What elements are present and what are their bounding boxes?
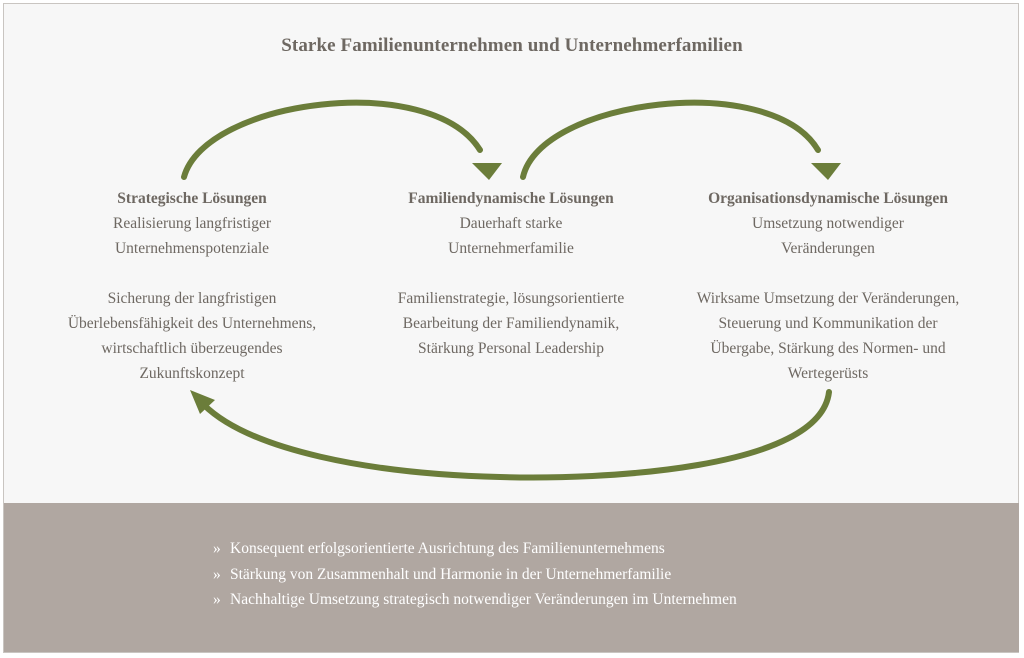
bullet-marker: » [213,540,221,557]
summary-item-text: Konsequent erfolgsorientierte Ausrichtun… [230,540,665,557]
column-strategic: Strategische Lösungen Realisierung langf… [27,186,357,386]
column-family: Familiendynamische Lösungen Dauerhaft st… [346,186,676,361]
desc-line: Unternehmenspotenziale [114,240,270,257]
bullet-marker: » [213,565,221,583]
body-line: Bearbeitung der Familiendynamik, [402,315,620,332]
summary-item: » Konsequent erfolgsorientierte Ausrichtu… [213,536,737,562]
body-line: Stärkung Personal Leadership [418,340,604,357]
column-heading: Organisationsdynamische Lösungen [708,190,948,207]
column-body: Sicherung der langfristigen Überlebensfä… [27,286,357,386]
body-line: Wertegerüsts [787,365,869,382]
summary-band [4,503,1019,652]
column-heading: Familiendynamische Lösungen [408,190,614,207]
arrow-organisation-to-strategic [201,389,832,481]
arrow-head-organisation [811,163,841,180]
summary-item-text: Stärkung von Zusammenhalt und Harmonie i… [230,565,672,583]
summary-item: » Nachhaltige Umsetzung strategisch notwe… [213,587,737,613]
body-line: Zukunftskonzept [139,365,245,382]
column-organisation: Organisationsdynamische Lösungen Umsetzu… [663,186,993,386]
summary-list: » Konsequent erfolgsorientierte Ausrichtu… [213,536,737,613]
column-body: Wirksame Umsetzung der Veränderungen, St… [663,286,993,386]
arrow-family-to-organisation [520,99,821,180]
summary-item-text: Nachhaltige Umsetzung strategisch notwen… [230,591,737,608]
bullet-marker: » [213,591,221,608]
column-description: Realisierung langfristiger Unternehmensp… [27,211,357,261]
arrow-strategic-to-family [181,99,483,180]
diagram-title: Starke Familienunternehmen und Unternehm… [281,35,743,56]
body-line: Überlebensfähigkeit des Unternehmens, [67,315,317,332]
arrow-head-strategic [190,390,215,414]
desc-line: Umsetzung notwendiger [752,215,904,232]
body-line: Wirksame Umsetzung der Veränderungen, [696,290,960,307]
body-line: Sicherung der langfristigen [107,290,277,307]
body-line: Übergabe, Stärkung des Normen- und [710,340,946,357]
arrow-head-family [472,163,502,180]
column-description: Dauerhaft starke Unternehmerfamilie [346,211,676,261]
body-line: wirtschaftlich überzeugendes [101,340,283,357]
body-line: Steuerung und Kommunikation der [718,315,938,332]
desc-line: Unternehmerfamilie [448,240,574,257]
column-body: Familienstrategie, lösungsorientierte Be… [346,286,676,361]
body-line: Familienstrategie, lösungsorientierte [397,290,625,307]
column-description: Umsetzung notwendiger Veränderungen [663,211,993,261]
column-heading: Strategische Lösungen [117,190,267,207]
desc-line: Veränderungen [781,240,875,257]
desc-line: Dauerhaft starke [459,215,563,232]
desc-line: Realisierung langfristiger [113,215,271,232]
summary-item: » Stärkung von Zusammenhalt und Harmonie … [213,562,737,588]
